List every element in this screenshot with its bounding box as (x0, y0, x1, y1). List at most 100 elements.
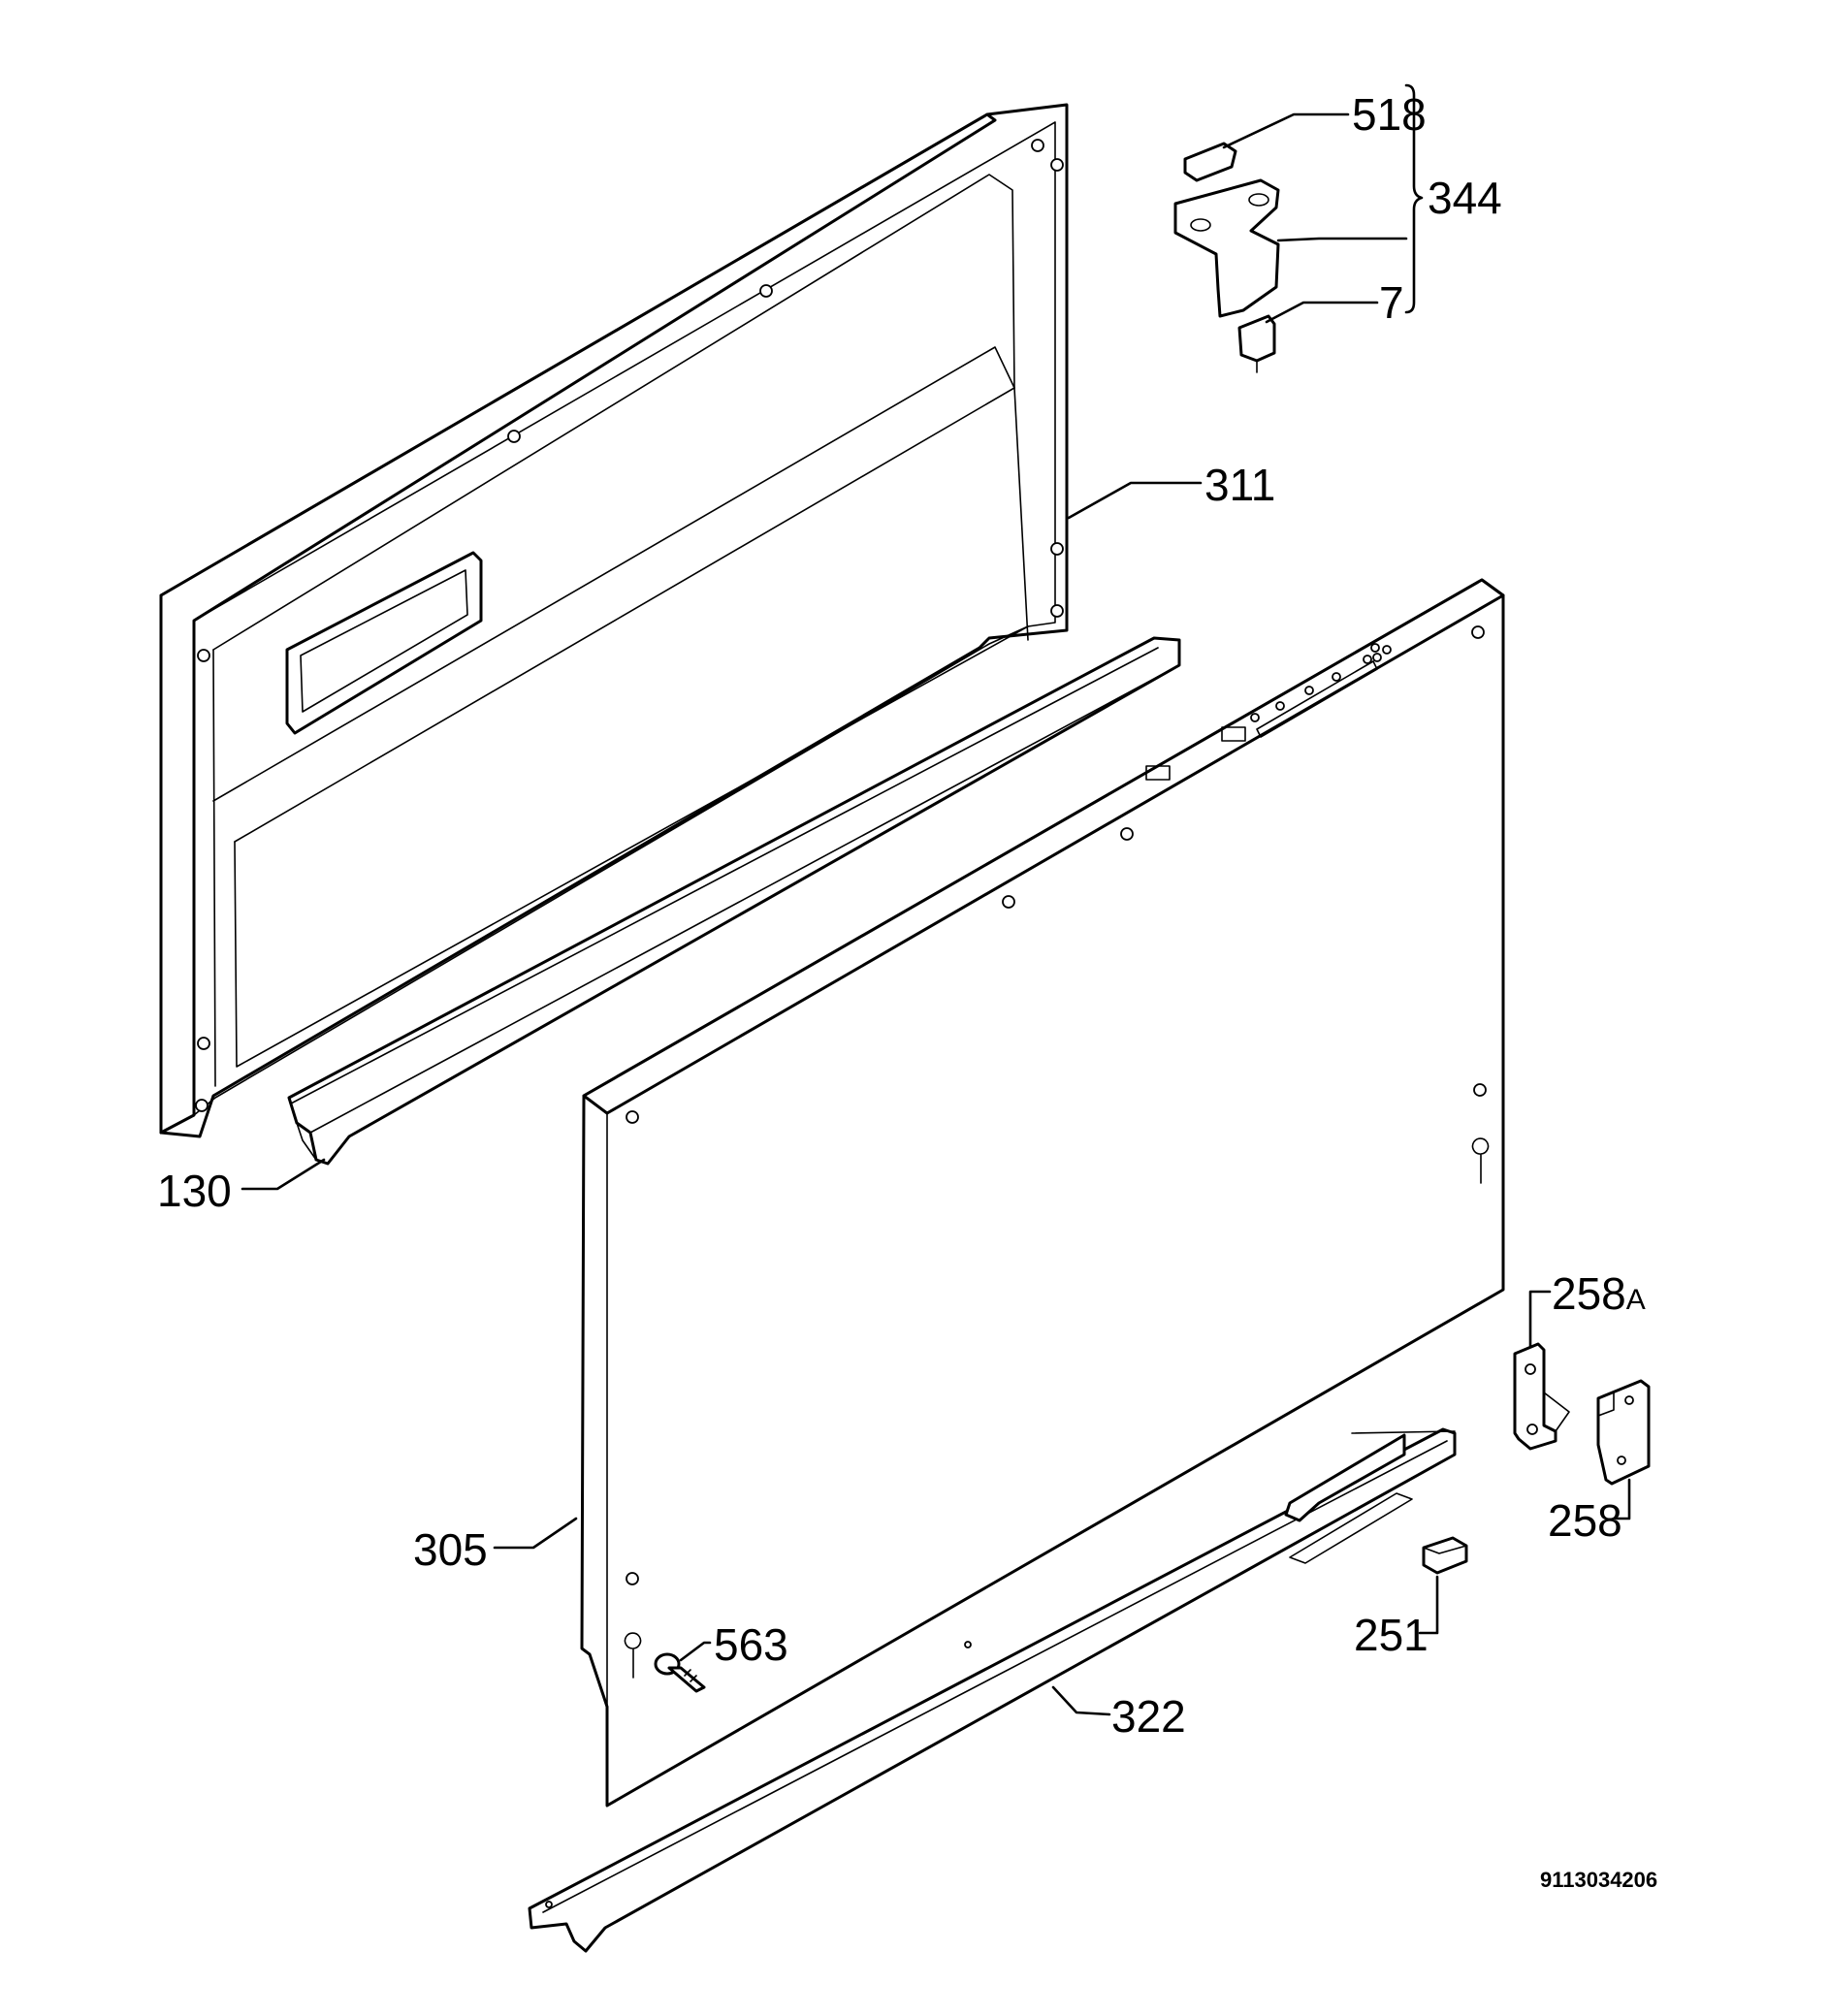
outer-door-hole (626, 1110, 639, 1124)
inner-door-hole (197, 649, 210, 662)
hinge-plate-258 (1596, 1379, 1651, 1486)
seal-strip-edge (290, 647, 1159, 1104)
bottom-trim-322 (528, 1427, 1457, 1953)
latch-clip-518 (1183, 142, 1237, 182)
inner-door-fold-3 (234, 625, 1029, 1068)
hinge-plate-258-body (1596, 1379, 1651, 1486)
keyhole-slot (624, 1632, 642, 1679)
leader-311 (1067, 481, 1203, 520)
bottom-trim-plate (1289, 1492, 1413, 1564)
leader-lines (241, 83, 1631, 1716)
inner-door-recess-side (212, 649, 216, 1087)
part-labels: 518 344 7 311 130 258A 258 305 563 251 3… (157, 89, 1657, 1892)
leader-322 (1051, 1685, 1111, 1716)
inner-door-panel-311 (159, 103, 1069, 1138)
control-indicator-dot (1250, 713, 1260, 722)
leader-251 (1418, 1575, 1439, 1635)
bottom-trim-hole (964, 1641, 972, 1648)
hinge-plate-lip (1597, 1392, 1615, 1417)
outer-door-hole (1473, 1083, 1487, 1097)
latch-body (1173, 178, 1280, 318)
hinge-plate-hole (1624, 1395, 1634, 1405)
inner-door-handle-recess (285, 551, 483, 735)
latch-mount-hole (1248, 193, 1269, 207)
label-258A: 258A (1552, 1268, 1646, 1319)
label-344: 344 (1428, 173, 1502, 223)
inner-door-fold-1 (212, 346, 1015, 802)
leader-563 (679, 1641, 712, 1662)
hinge-plate-hole (1617, 1456, 1626, 1465)
label-305: 305 (413, 1524, 488, 1575)
seal-strip-body (287, 636, 1181, 1166)
leader-305 (493, 1517, 578, 1550)
control-panel-display-strip (1256, 660, 1378, 738)
latch-micro-switch-7 (1237, 314, 1276, 363)
bottom-trim-rail (1351, 1430, 1456, 1434)
cap-251 (1422, 1536, 1468, 1575)
label-563: 563 (714, 1619, 788, 1670)
inner-door-fold-2 (234, 387, 1015, 843)
control-button-cutout (1221, 726, 1246, 742)
hinge-bracket-tab (1543, 1392, 1570, 1432)
inner-door-hole (195, 1099, 209, 1112)
control-indicator-dot (1363, 655, 1372, 664)
screw-thread (690, 1675, 697, 1682)
inner-door-hole (1050, 158, 1064, 172)
inner-door-inner-frame (193, 121, 1056, 1116)
bottom-trim-bracket (1284, 1433, 1406, 1522)
bracket-344 (1404, 83, 1424, 314)
control-button-cutout (1145, 765, 1171, 781)
label-311: 311 (1204, 460, 1275, 510)
bottom-trim-edge (604, 1454, 1456, 1929)
door-seal-strip-130 (287, 636, 1181, 1166)
outer-door-top-edge (582, 578, 1505, 1115)
leader-518 (1222, 112, 1350, 149)
hinge-bracket-hole (1526, 1424, 1538, 1435)
label-518: 518 (1352, 89, 1427, 140)
inner-door-hole (1050, 604, 1064, 618)
screw-563 (654, 1652, 706, 1693)
control-indicator-dot (1304, 686, 1314, 695)
inner-door-handle-recess-inner (300, 569, 468, 713)
inner-door-hole (1050, 542, 1064, 556)
label-7: 7 (1379, 277, 1404, 328)
leader-258A (1528, 1290, 1552, 1348)
screw-shank (667, 1666, 706, 1693)
control-indicator-dot (1370, 643, 1380, 653)
inner-door-recess-top (212, 174, 1029, 651)
control-indicator-dot (1382, 645, 1392, 655)
cap-251-body (1422, 1536, 1468, 1575)
label-251: 251 (1354, 1610, 1429, 1660)
outer-door-hole (1002, 895, 1015, 909)
control-indicator-dot (1275, 701, 1285, 711)
outer-door-hole (626, 1572, 639, 1585)
screw-thread (684, 1669, 691, 1677)
leader-7 (1265, 301, 1379, 324)
cap-251-top (1423, 1545, 1467, 1554)
leader-130 (241, 1158, 326, 1191)
control-indicator-dot (1372, 653, 1382, 662)
hinge-bracket-hole (1525, 1363, 1536, 1375)
outer-door-hole (1471, 625, 1485, 639)
document-number: 9113034206 (1540, 1868, 1657, 1892)
inner-door-hole (1031, 139, 1044, 152)
latch-mount-hole (1190, 218, 1211, 232)
inner-door-hole (507, 430, 521, 443)
seal-strip-edge (309, 664, 1180, 1134)
inner-door-hole (197, 1037, 210, 1050)
inner-door-hole (759, 284, 773, 298)
bottom-trim-hole (545, 1901, 553, 1908)
label-258A-number: 258 (1552, 1268, 1626, 1319)
label-130: 130 (157, 1166, 232, 1216)
seal-strip-end (296, 1122, 317, 1161)
label-258: 258 (1548, 1495, 1622, 1546)
label-322: 322 (1111, 1691, 1186, 1742)
keyhole-slot (1471, 1137, 1490, 1184)
leader-258 (1614, 1478, 1631, 1520)
leader-latch-body (1276, 237, 1408, 242)
door-latch-assembly-344 (1173, 142, 1280, 373)
label-258A-suffix: A (1626, 1284, 1646, 1316)
outer-door-panel-305 (580, 578, 1505, 1808)
outer-door-hole (1120, 827, 1134, 841)
